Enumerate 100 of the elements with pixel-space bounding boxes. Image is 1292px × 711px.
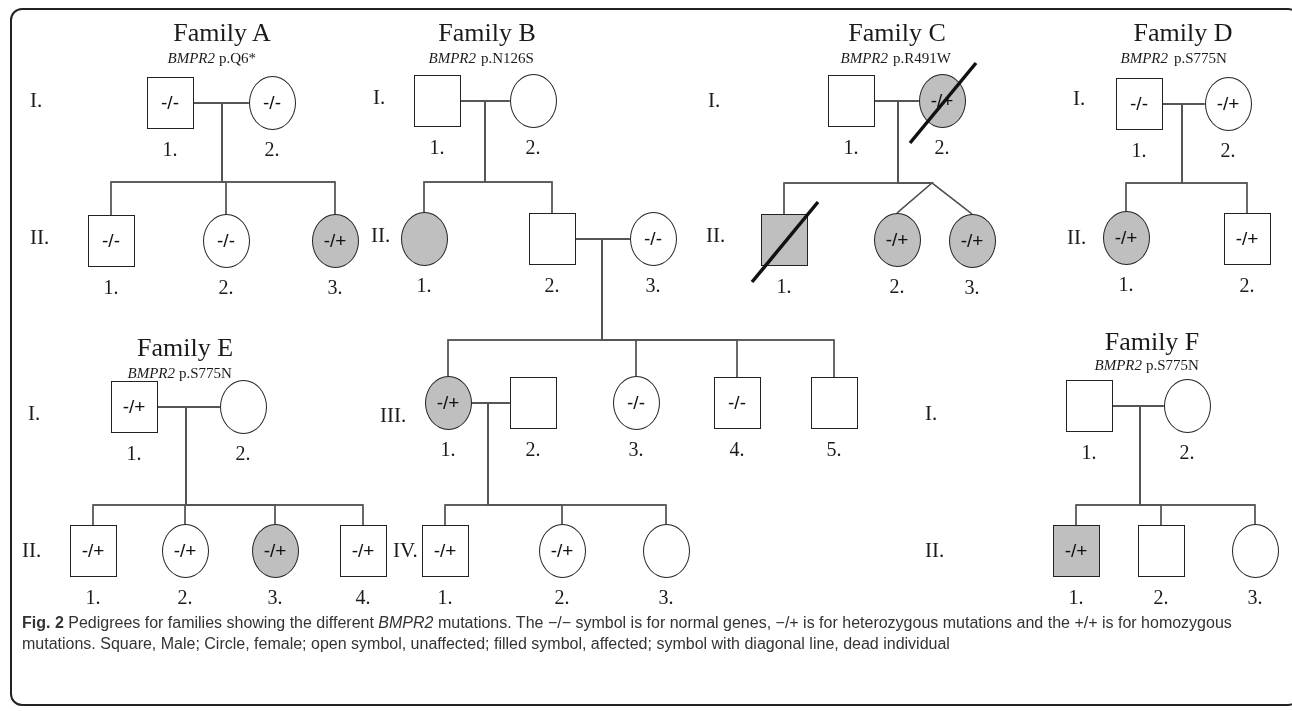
genotype-label: -/+ [263,540,287,562]
male-square [810,377,858,429]
genotype-label: -/- [644,228,662,250]
individual-number: 3. [645,275,661,295]
male-square [413,75,461,127]
individual-number: 3. [628,439,644,459]
individual-number: 3. [327,277,343,297]
individual-number: 1. [843,137,859,157]
male-square [1052,525,1100,577]
individual-number: 2. [264,139,280,159]
male-square [87,215,135,267]
family-title: Family C [848,20,946,46]
male-square [1115,78,1163,130]
individual-number: 3. [658,587,674,607]
generation-label: IV. [393,539,418,561]
individual-number: 1. [126,443,142,463]
female-circle [202,214,250,268]
genotype-label: -/+ [1216,93,1240,115]
individual-number: 2. [525,439,541,459]
individual-number: 2. [235,443,251,463]
gene-name: BMPR2 [167,50,215,66]
descent-line [221,102,336,215]
individual-number: 2. [218,277,234,297]
descent-line [1139,405,1256,525]
male-square [827,75,875,127]
generation-label: I. [708,89,721,111]
genotype-label: -/+ [1114,227,1138,249]
male-square [421,525,469,577]
female-circle [873,213,921,267]
genotype-label: -/+ [436,392,460,414]
generation-label: I. [373,86,386,108]
generation-label: III. [380,404,407,426]
genotype-label: -/- [217,230,235,252]
individual-number: 1. [440,439,456,459]
generation-label: II. [22,539,42,561]
mutation-label: p.S775N [179,365,232,381]
female-circle [161,524,209,578]
individual-number: 3. [1247,587,1263,607]
generation-label: I. [28,402,41,424]
gene-name: BMPR2 [428,50,476,66]
individual-number: 2. [544,275,560,295]
genotype-label: -/- [161,92,179,114]
generation-label: I. [925,402,938,424]
individual-number: 2. [1179,442,1195,462]
female-circle [248,76,296,130]
family-title: Family E [136,335,234,361]
individual-number: 1. [162,139,178,159]
family-title: Family D [1133,20,1233,46]
female-circle [629,212,677,266]
individual-number: 3. [267,587,283,607]
individual-number: 1. [1118,274,1134,294]
individual-number: 4. [355,587,371,607]
genotype-label: -/+ [550,540,574,562]
gene-name: BMPR2 [840,50,888,66]
individual-number: 1. [416,275,432,295]
individual-number: 1. [437,587,453,607]
mutation-label: p.S775N [1174,50,1227,66]
male-square [1137,525,1185,577]
female-circle [219,380,267,434]
female-circle [1204,77,1252,131]
genotype-label: -/+ [960,230,984,252]
individual-number: 1. [1068,587,1084,607]
mutation-label: p.S775N [1146,357,1199,373]
genotype-label: -/+ [81,540,105,562]
female-circle [1163,379,1211,433]
male-square [110,381,158,433]
genotype-label: -/- [627,392,645,414]
male-square [1065,380,1113,432]
genotype-label: -/- [728,392,746,414]
mutation-label: p.N126S [481,50,534,66]
genotype-label: -/+ [323,230,347,252]
genotype-label: -/+ [433,540,457,562]
genotype-label: -/+ [351,540,375,562]
female-circle [948,214,996,268]
female-circle [400,212,448,266]
individual-number: 2. [1239,275,1255,295]
descent-line [484,100,553,214]
male-square [1223,213,1271,265]
male-square [509,377,557,429]
figure-caption: Fig. 2 Pedigrees for families showing the different BMPR2 mutations. The −/− symbol is for normal genes, −/+ is for heterozygous mutations and the +/+ is for homozygous mutations. Square, Male; Circle, female; open symbol, unaffected; filled symbol, affected; symbol with diagonal line, dead individual [22,613,1233,654]
male-square [146,77,194,129]
male-square [760,214,808,266]
descent-line [897,100,973,215]
descent-line [1181,103,1248,214]
individual-number: 1. [429,137,445,157]
individual-number: 2. [554,587,570,607]
female-circle [509,74,557,128]
female-circle [538,524,586,578]
generation-label: II. [925,539,945,561]
mutation-label: p.Q6* [219,50,257,66]
individual-number: 2. [1153,587,1169,607]
individual-number: 1. [85,587,101,607]
female-circle [424,376,472,430]
generation-label: II. [30,226,50,248]
individual-number: 4. [729,439,745,459]
gene-name: BMPR2 [1094,357,1142,373]
individual-number: 1. [103,277,119,297]
gene-name: BMPR2 [127,365,175,381]
generation-label: II. [706,224,726,246]
female-circle [612,376,660,430]
